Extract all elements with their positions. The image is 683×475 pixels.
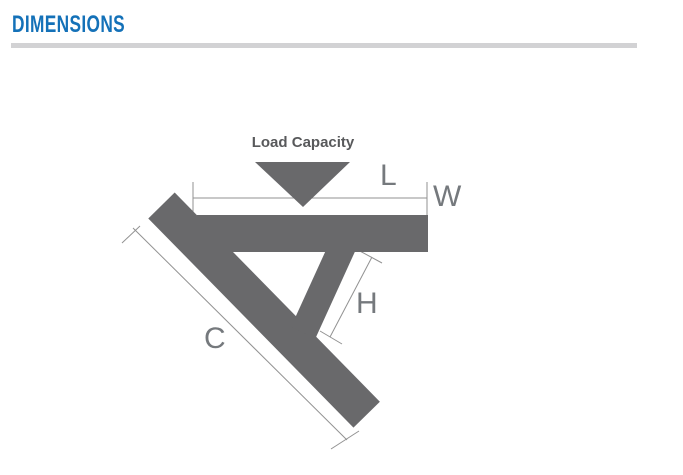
section-divider bbox=[11, 43, 637, 48]
bracket-body bbox=[148, 162, 428, 428]
dim-tick-cross-arm-bottom bbox=[330, 430, 360, 450]
dim-tick-height-top bbox=[357, 249, 383, 264]
dim-tick-cross-arm-top bbox=[121, 225, 141, 244]
horizontal-arm-bar bbox=[197, 215, 428, 252]
dim-tick-height-bottom bbox=[319, 330, 343, 345]
brace-bar bbox=[290, 235, 358, 339]
dim-line-height bbox=[329, 256, 373, 338]
dim-label-width: W bbox=[433, 180, 462, 213]
dim-line-cross-arm bbox=[132, 227, 348, 441]
load-capacity-label: Load Capacity bbox=[251, 134, 355, 151]
section-title: DIMENSIONS bbox=[12, 11, 126, 38]
load-arrow-icon bbox=[255, 162, 350, 207]
dim-label-height: H bbox=[356, 287, 378, 320]
dim-label-cross-arm: C bbox=[204, 322, 226, 355]
dim-label-length: L bbox=[380, 159, 397, 192]
